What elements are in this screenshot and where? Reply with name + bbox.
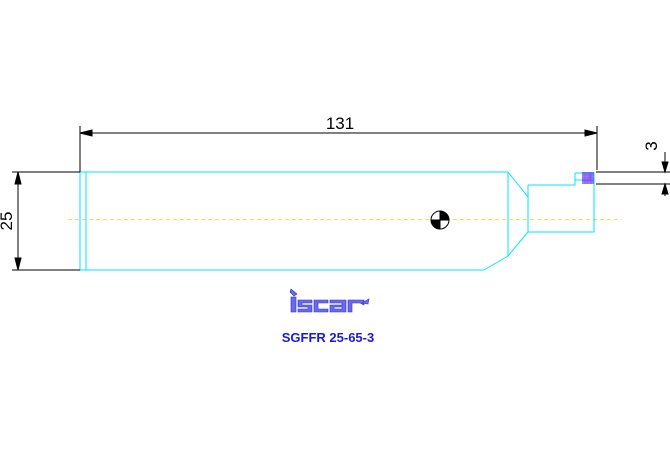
center-of-gravity-icon — [430, 210, 450, 230]
dimension-overall-length — [79, 126, 598, 172]
cutting-width-label: 3 — [642, 141, 661, 150]
shank-end — [79, 171, 87, 271]
insert — [582, 172, 594, 184]
dimension-shank-height — [12, 171, 80, 271]
shank-height-label: 25 — [0, 212, 16, 231]
part-number-label: SGFFR 25-65-3 — [282, 330, 374, 345]
dimension-cutting-width — [596, 152, 670, 196]
iscar-logo — [289, 288, 370, 313]
overall-length-label: 131 — [326, 114, 354, 133]
tool-outline — [79, 171, 595, 271]
